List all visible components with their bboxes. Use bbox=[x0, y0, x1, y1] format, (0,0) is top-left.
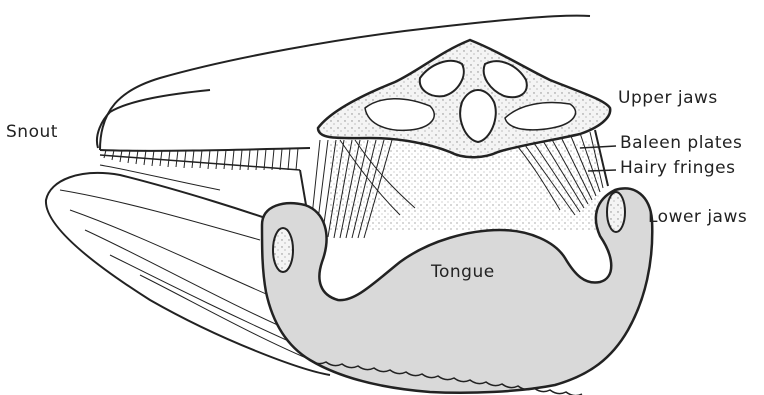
upper-jaw-bone bbox=[318, 40, 610, 157]
label-tongue: Tongue bbox=[431, 262, 495, 282]
label-hairy-fringes: Hairy fringes bbox=[620, 158, 735, 178]
label-upper-jaws: Upper jaws bbox=[618, 88, 718, 108]
label-lower-jaws: Lower jaws bbox=[648, 207, 747, 227]
label-snout: Snout bbox=[6, 122, 58, 142]
label-baleen-plates: Baleen plates bbox=[620, 133, 742, 153]
lower-jaw-bone-left bbox=[273, 228, 293, 272]
snout-baleen-hatching bbox=[100, 148, 310, 170]
lower-jaw-bone-right bbox=[607, 192, 625, 232]
